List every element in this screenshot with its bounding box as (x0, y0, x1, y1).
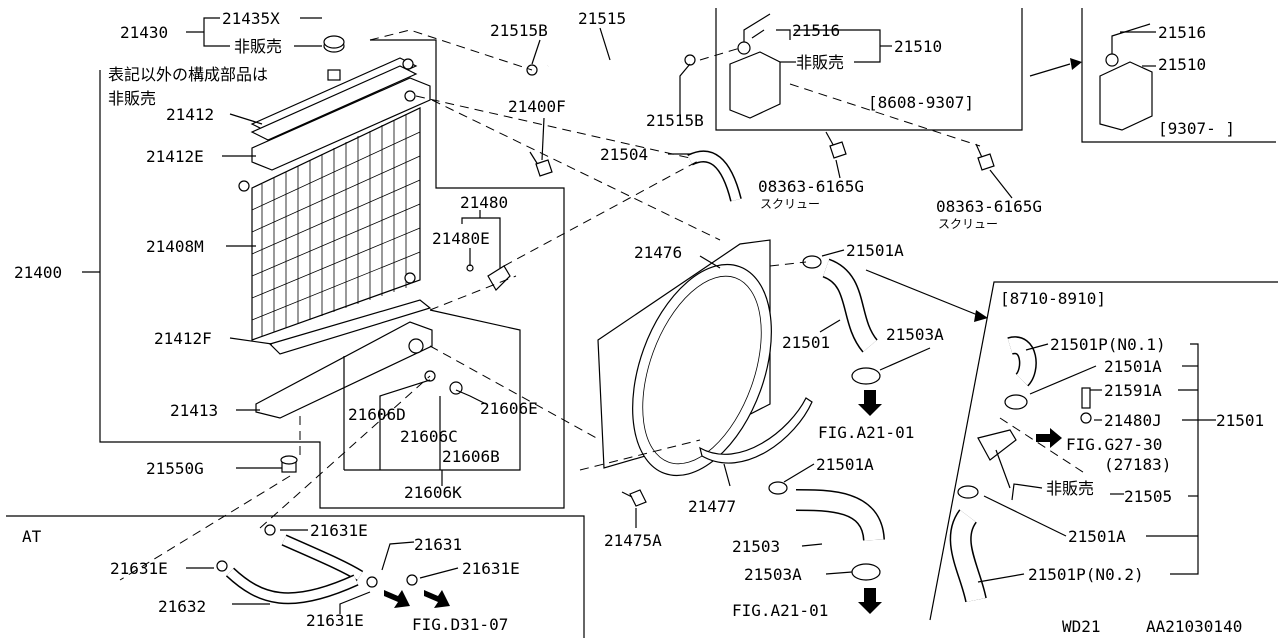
label-21475a: 21475A (604, 531, 662, 550)
label-not-sold-1: 非販売 (234, 37, 282, 56)
date-range-b: [9307- ] (1158, 119, 1235, 138)
label-21480: 21480 (460, 193, 508, 212)
ref-fig-a21-1: FIG.A21-01 (818, 423, 914, 442)
footer-code-left: WD21 (1062, 617, 1101, 636)
label-21606k: 21606K (404, 483, 462, 502)
label-21606b: 21606B (442, 447, 500, 466)
label-21480e: 21480E (432, 229, 490, 248)
label-21591a: 21591A (1104, 381, 1162, 400)
label-21501a-3: 21501A (1104, 357, 1162, 376)
note-line-2: 非販売 (108, 89, 156, 108)
date-range-a: [8608-9307] (868, 93, 974, 112)
label-bolt-a: 08363-6165G (758, 177, 864, 196)
label-21412: 21412 (166, 105, 214, 124)
note-line-1: 表記以外の構成部品は (108, 65, 268, 84)
part-labels: 21430 21435X 非販売 表記以外の構成部品は 非販売 21412 21… (14, 9, 1264, 636)
label-21606c: 21606C (400, 427, 458, 446)
label-21501a-2: 21501A (816, 455, 874, 474)
reference-lines (119, 29, 1087, 581)
label-21476: 21476 (634, 243, 682, 262)
label-21412f: 21412F (154, 329, 212, 348)
leader-lines (82, 17, 1216, 614)
label-21550g: 21550G (146, 459, 204, 478)
label-21515b-bottom: 21515B (646, 111, 704, 130)
fan-shroud (597, 239, 813, 507)
label-21400: 21400 (14, 263, 62, 282)
label-21515: 21515 (578, 9, 626, 28)
label-21501p-1: 21501P(N0.1) (1050, 335, 1166, 354)
ref-fig-g27: FIG.G27-30 (1066, 435, 1162, 454)
label-not-sold-2: 非販売 (796, 53, 844, 72)
frames (6, 8, 1278, 638)
label-21515b-top: 21515B (490, 21, 548, 40)
ref-fig-d31: FIG.D31-07 (412, 615, 508, 634)
label-21503: 21503 (732, 537, 780, 556)
label-21510-b: 21510 (1158, 55, 1206, 74)
label-21400f: 21400F (508, 97, 566, 116)
label-21606e: 21606E (480, 399, 538, 418)
label-21631e-4: 21631E (306, 611, 364, 630)
label-21413: 21413 (170, 401, 218, 420)
label-21503a-1: 21503A (886, 325, 944, 344)
label-21503a-2: 21503A (744, 565, 802, 584)
radiator (238, 35, 553, 473)
label-21632: 21632 (158, 597, 206, 616)
label-27183: (27183) (1104, 455, 1171, 474)
label-bolt-b: 08363-6165G (936, 197, 1042, 216)
date-range-c: [8710-8910] (1000, 289, 1106, 308)
label-21477: 21477 (688, 497, 736, 516)
label-21631: 21631 (414, 535, 462, 554)
label-21504: 21504 (600, 145, 648, 164)
arrows (384, 58, 1082, 614)
label-21480j: 21480J (1104, 411, 1162, 430)
label-21430: 21430 (120, 23, 168, 42)
label-21501p-2: 21501P(N0.2) (1028, 565, 1144, 584)
label-21435x: 21435X (222, 9, 280, 28)
label-at: AT (22, 527, 42, 546)
label-21631e-2: 21631E (462, 559, 520, 578)
label-not-sold-3: 非販売 (1046, 479, 1094, 498)
label-21516-a: 21516 (792, 21, 840, 40)
label-21631e-1: 21631E (310, 521, 368, 540)
label-screw-b: スクリュー (938, 217, 998, 231)
label-21631e-3: 21631E (110, 559, 168, 578)
label-21408m: 21408M (146, 237, 204, 256)
label-21501a-4: 21501A (1068, 527, 1126, 546)
label-21501: 21501 (782, 333, 830, 352)
footer-code-right: AA21030140 (1146, 617, 1242, 636)
label-screw-a: スクリュー (760, 197, 820, 211)
reservoir-tanks (729, 13, 1153, 171)
ref-fig-a21-2: FIG.A21-01 (732, 601, 828, 620)
label-21501a-1: 21501A (846, 241, 904, 260)
label-21606d: 21606D (348, 405, 406, 424)
label-21510-a: 21510 (894, 37, 942, 56)
label-21505: 21505 (1124, 487, 1172, 506)
label-21412e: 21412E (146, 147, 204, 166)
label-21501-right: 21501 (1216, 411, 1264, 430)
label-21516-b: 21516 (1158, 23, 1206, 42)
hoses (216, 54, 1092, 605)
